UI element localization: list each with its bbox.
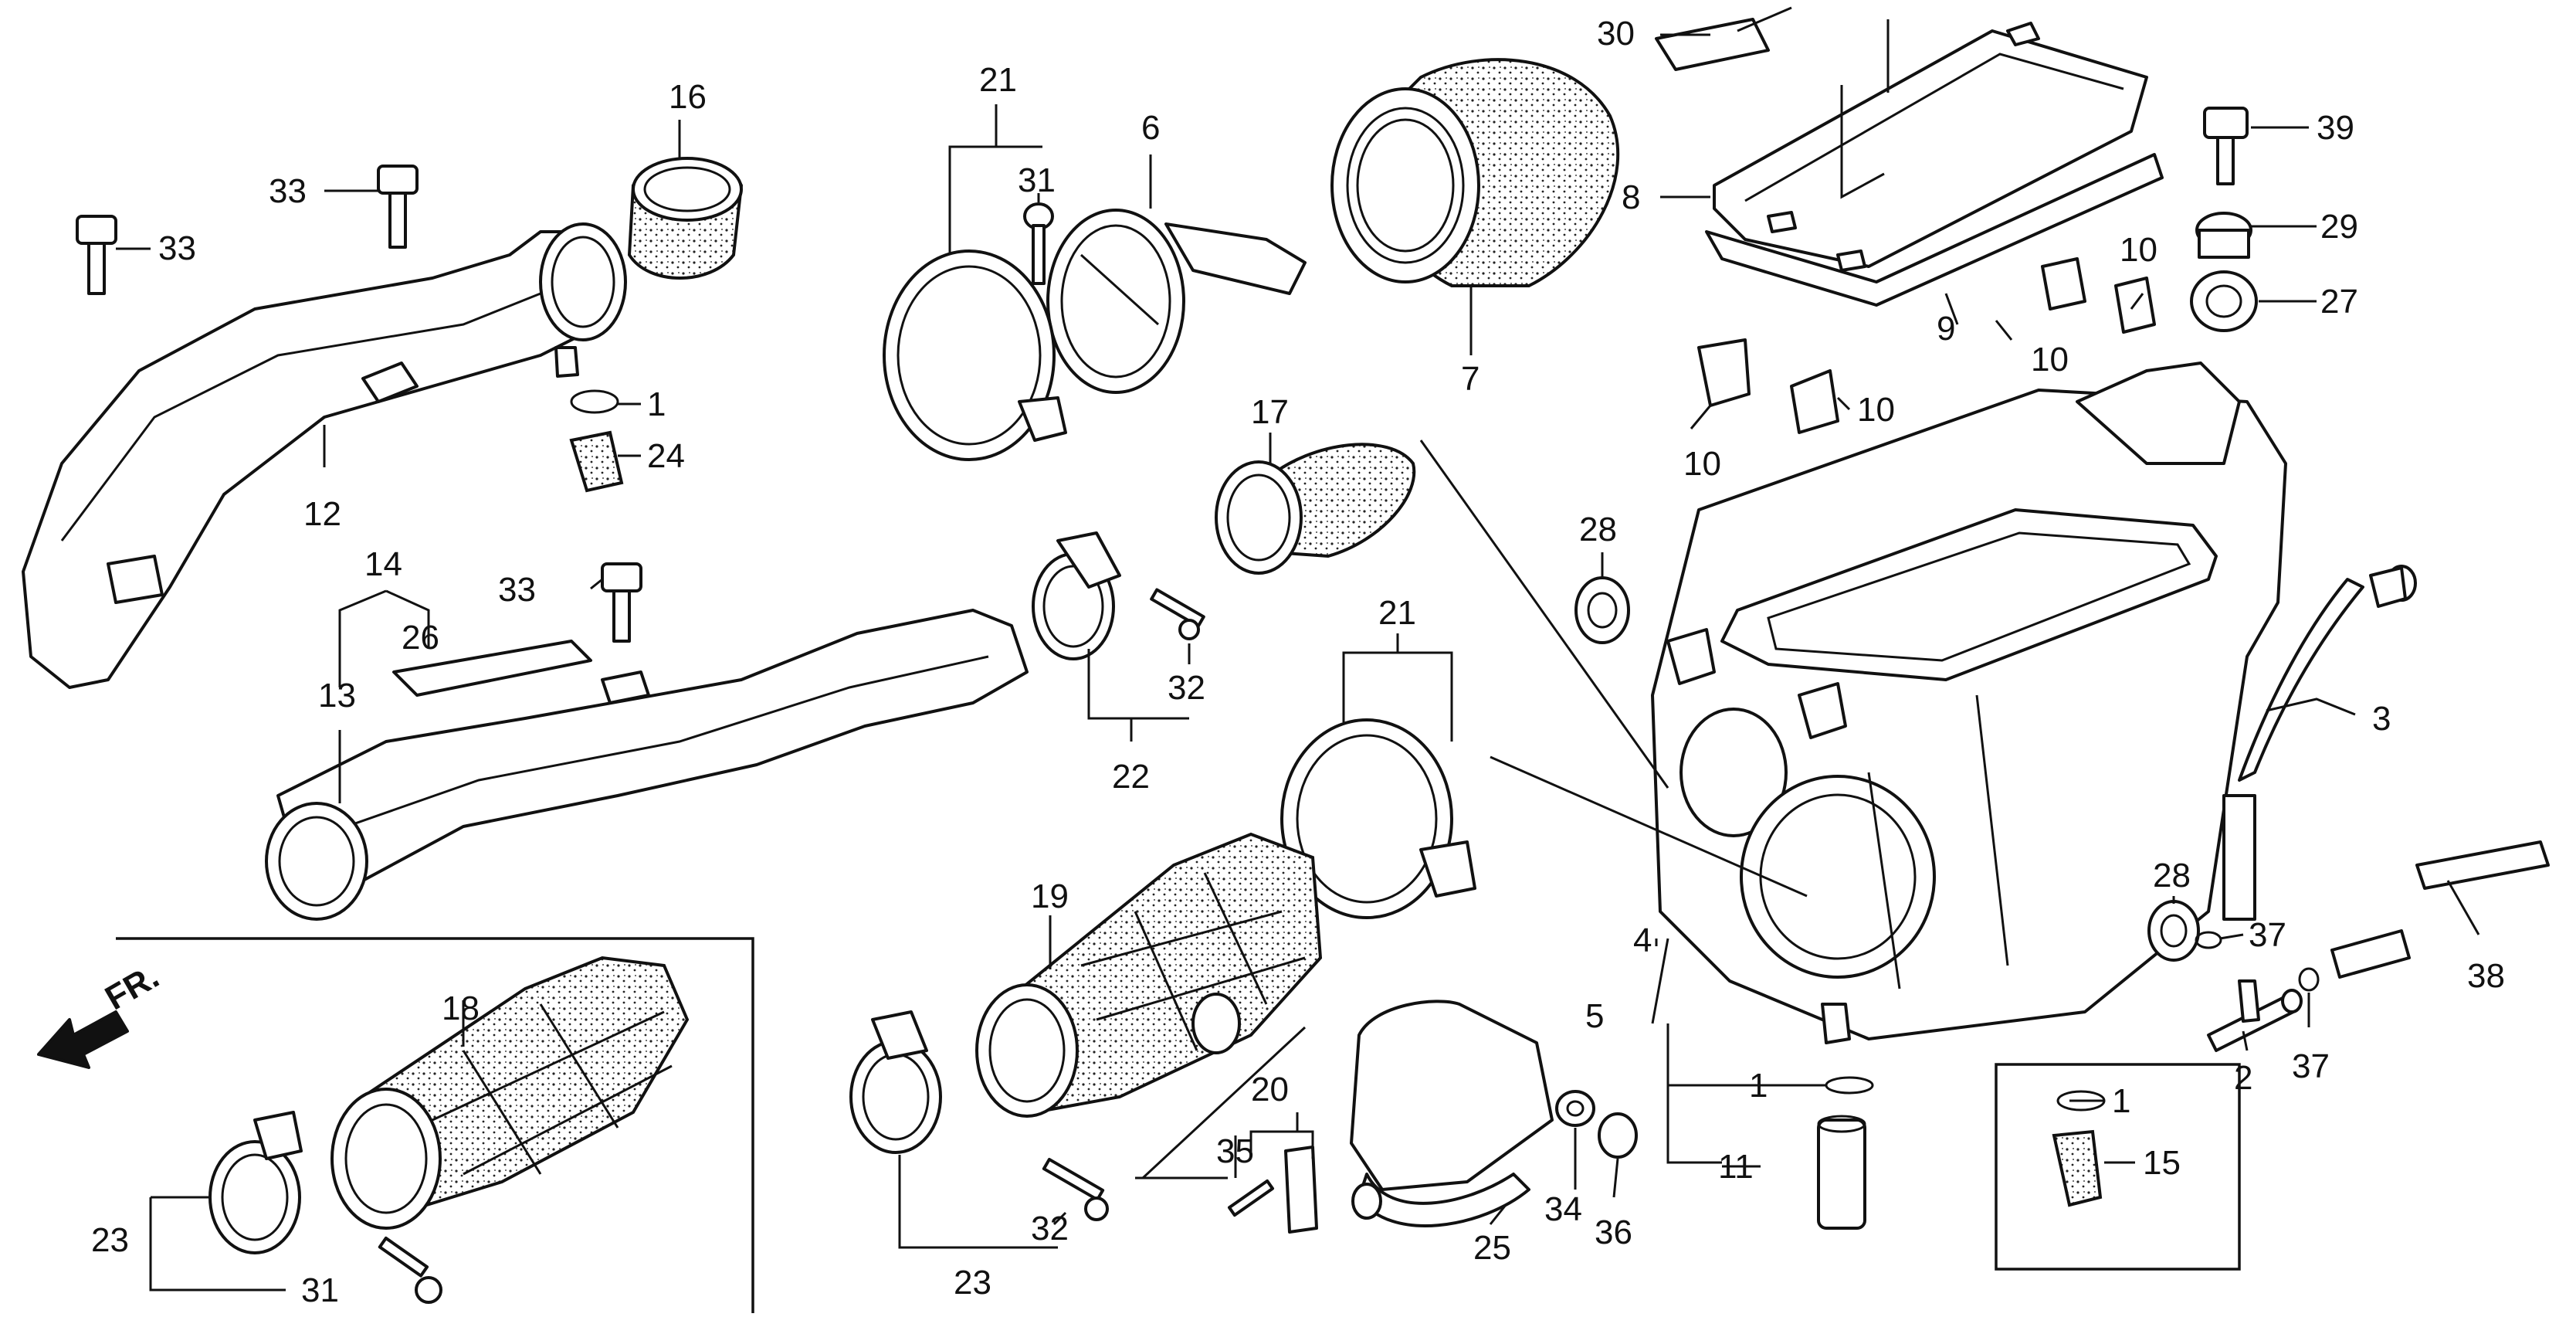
callout-15: 15 [2143,1144,2181,1182]
air-cleaner-cover [1705,22,2164,307]
callout-13: 13 [318,677,356,715]
front-direction-label: FR. [99,957,165,1017]
inset-frame-left [116,937,754,1313]
callout-35: 35 [1216,1132,1254,1170]
clamp-23-mid [849,1010,942,1154]
callout-9: 9 [1937,310,1955,348]
band-lower [1280,718,1476,919]
callout-22: 22 [1112,758,1150,796]
leader-lines [116,6,2480,1292]
callout-10-b: 10 [2031,341,2069,378]
callout-20: 20 [1251,1071,1289,1108]
callout-26: 26 [402,619,439,657]
callout-31-lower: 31 [301,1271,339,1309]
callout-3: 3 [2372,700,2391,738]
callout-1-upper: 1 [647,385,666,423]
connecting-tube-18 [330,956,690,1230]
callout-33-upper: 33 [269,172,307,210]
callout-8: 8 [1622,178,1640,216]
callout-32-lower: 32 [1031,1210,1069,1247]
callout-7: 7 [1461,360,1480,398]
callout-30: 30 [1597,15,1635,53]
callout-18: 18 [442,989,480,1027]
callout-4: 4 [1633,922,1652,959]
callout-10-c: 10 [1683,445,1721,483]
hardware [76,107,2320,1304]
callout-10-d: 10 [1857,391,1895,429]
callout-1-inset: 1 [2112,1082,2130,1120]
band-upper [883,249,1067,461]
callout-33-left: 33 [158,229,196,267]
callout-6: 6 [1141,109,1160,147]
callout-21-lower: 21 [1378,594,1416,632]
intake-funnel [1046,209,1307,394]
callout-21-upper: 21 [979,61,1017,99]
callout-37-lower: 37 [2292,1047,2330,1085]
callout-28-upper: 28 [1579,511,1617,548]
callout-10-a: 10 [2120,231,2157,269]
connecting-tube-19 [975,832,1323,1118]
callout-25: 25 [1473,1229,1511,1267]
label-sticker [1655,18,1770,71]
callout-24: 24 [647,437,685,475]
callout-32-upper: 32 [1168,669,1205,707]
air-filter-element [1330,58,1620,287]
drain-tube [1350,1000,1554,1227]
callout-23-left: 23 [91,1221,129,1259]
callout-11: 11 [1718,1148,1754,1186]
drain-hose-38 [2330,840,2550,979]
joint-upper [627,157,744,280]
callout-2: 2 [2234,1059,2252,1097]
callout-16: 16 [669,78,707,116]
clamp-23-left [208,1111,303,1254]
inset-frame-right [1995,1063,2241,1271]
callout-34: 34 [1544,1190,1582,1228]
callout-14: 14 [364,545,402,583]
callout-38: 38 [2467,957,2505,995]
breather-hose [2222,565,2417,921]
callout-27: 27 [2320,283,2358,321]
callout-23-mid: 23 [954,1264,991,1302]
clamp-22 [1032,531,1121,660]
callout-17: 17 [1251,393,1289,431]
callout-39: 39 [2317,109,2354,147]
callout-37-upper: 37 [2249,916,2286,954]
callout-33-mid: 33 [498,571,536,609]
callout-1-mid: 1 [1749,1067,1768,1105]
callout-28-lower: 28 [2153,857,2191,894]
callout-29: 29 [2320,208,2358,246]
callout-19: 19 [1031,877,1069,915]
joint-17 [1215,443,1416,575]
callout-36: 36 [1595,1213,1632,1251]
air-duct-upper [22,222,627,689]
front-direction-arrow-icon [37,1010,129,1069]
air-cleaner-case [1651,361,2287,1044]
callout-labels: 30 16 21 6 31 39 33 33 8 29 10 27 1 24 9… [91,15,2505,1309]
callout-5: 5 [1585,997,1604,1035]
callout-12: 12 [303,495,341,533]
air-duct-lower [265,609,1029,921]
callout-31-upper: 31 [1018,161,1056,199]
sealing-strip [392,640,592,697]
three-way-joint [2207,979,2303,1052]
